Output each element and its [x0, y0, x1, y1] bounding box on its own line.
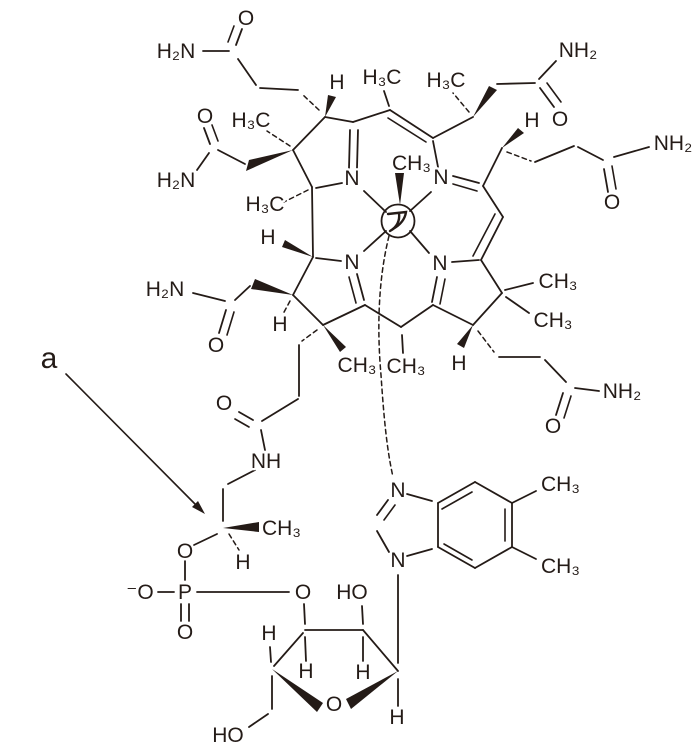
katakana-a-glyph: [386, 210, 408, 233]
label-phosphate-dbl-O: O: [177, 621, 193, 644]
label-acetamide-d-O: O: [208, 334, 224, 357]
label-linker-amide-O: O: [216, 392, 232, 415]
label-benzimidazole-methyl-2: CH₃: [541, 555, 580, 578]
label-ribose-5-OH: HO: [212, 724, 244, 747]
side-chain-bonds: [192, 25, 650, 451]
cobalt-methyl-wedge: [395, 173, 404, 205]
label-phosphate-O-minus: ⁻O: [126, 581, 153, 604]
label-c12-methyl-2: CH₃: [534, 309, 573, 332]
label-n-northeast: N: [433, 166, 448, 189]
label-benzimidazole-N3: N: [390, 549, 405, 572]
label-propionamide-b-O: O: [604, 191, 620, 214]
label-acetamide-b-NH2: NH₂: [559, 39, 597, 62]
label-c1-methyl: H₃C: [246, 193, 285, 216]
annotation-a-label: a: [41, 342, 58, 375]
linker-phosphate-bonds: [157, 469, 306, 625]
benzimidazole-bonds: [376, 235, 537, 569]
label-benzimidazole-N1: N: [390, 479, 405, 502]
label-cobalt-methyl: CH₃: [392, 152, 431, 175]
annotation-arrow: [65, 373, 205, 514]
atom-labels: O H₂N H H₃C H₃C NH₂ O H₃C O H NH₂ H₂N H₃…: [41, 5, 695, 750]
label-c7-methyl: H₃C: [427, 69, 466, 92]
label-propionamide-a-O: O: [238, 7, 254, 30]
label-n-southwest: N: [344, 251, 359, 274]
label-phosphate-ester-O: O: [177, 540, 193, 563]
label-propionamide-c-O: O: [545, 415, 561, 438]
label-n-northwest: N: [344, 167, 359, 190]
label-n-southeast: N: [432, 252, 447, 275]
coordination-dashed-curve: [378, 235, 394, 478]
label-propionamide-b-NH2: NH₂: [654, 132, 692, 155]
label-acetamide-a-NH2: H₂N: [157, 169, 195, 192]
label-acetamide-b-O: O: [552, 108, 568, 131]
label-c15-methyl: CH₃: [387, 355, 426, 378]
label-linker-methyl: CH₃: [262, 517, 301, 540]
label-ribose-3-H: H: [298, 660, 313, 683]
label-linker-NH: NH: [251, 450, 281, 473]
label-c13-H: H: [451, 352, 466, 375]
label-ribose-4-H: H: [261, 622, 276, 645]
central-atom: ア: [363, 173, 432, 254]
label-ribose-1-H: H: [389, 706, 404, 729]
label-ribose-2-H: H: [355, 661, 370, 684]
label-ribose-ester-O: O: [295, 581, 311, 604]
label-c19-H: H: [260, 226, 275, 249]
label-c17-methyl: CH₃: [338, 354, 377, 377]
label-acetamide-a-O: O: [197, 105, 213, 128]
label-c8-H: H: [524, 109, 539, 132]
label-c3-H: H: [329, 71, 344, 94]
arrowhead: [192, 501, 205, 514]
label-benzimidazole-methyl-1: CH₃: [541, 473, 580, 496]
label-acetamide-d-NH2: H₂N: [146, 278, 184, 301]
label-phosphate-P: P: [178, 581, 192, 604]
label-c18-H: H: [272, 313, 287, 336]
ribose-bonds: [248, 574, 399, 728]
label-propionamide-c-NH2: NH₂: [603, 380, 641, 403]
label-linker-H: H: [235, 551, 250, 574]
label-c2-methyl: H₃C: [232, 109, 271, 132]
central-atom-circle: [380, 203, 416, 239]
label-c12-methyl-1: CH₃: [539, 270, 578, 293]
label-c5-methyl: H₃C: [363, 66, 402, 89]
label-ribose-ring-O: O: [326, 693, 342, 716]
label-propionamide-a-NH2: H₂N: [157, 40, 195, 63]
label-ribose-2-OH: HO: [336, 581, 368, 604]
corrin-ring-bonds: [292, 90, 504, 354]
